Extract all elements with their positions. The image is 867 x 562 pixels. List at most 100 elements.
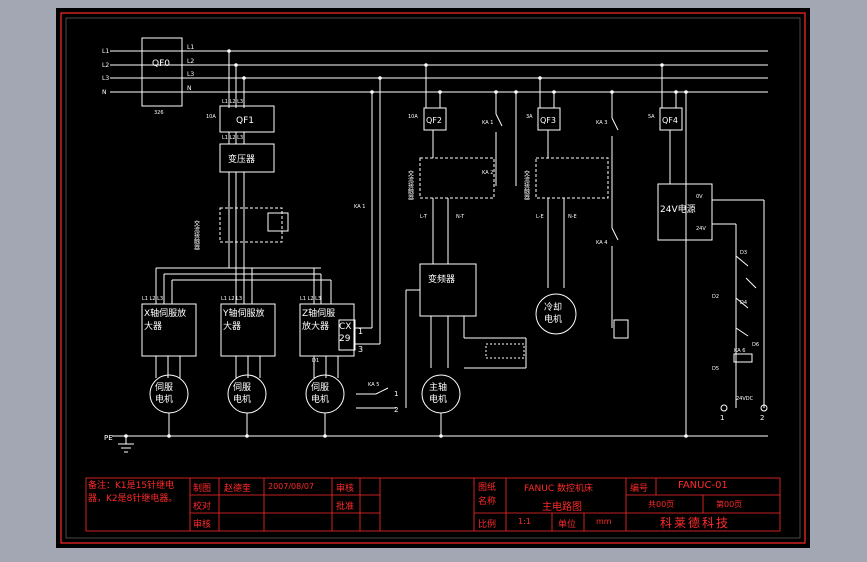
cx29-pin: 1: [358, 327, 363, 336]
row-label-check: 校对: [193, 502, 212, 512]
qf1-side-label: 10A: [206, 114, 216, 120]
breakers: QF2 10A QF3 3A QF4 5A 交流接触器 交流接触器 变频器: [407, 114, 679, 285]
approve-label-review: 审核: [336, 484, 355, 494]
spindle-motor-label: 主轴电机: [429, 383, 448, 405]
pe-label: PE: [104, 434, 113, 442]
company-name: 科莱德科技: [660, 516, 731, 530]
small-label: D2: [712, 294, 719, 300]
bus-labels-left: L1 L2 L3 N: [102, 48, 109, 96]
wiring: [110, 37, 768, 453]
bus-label: L3: [187, 71, 194, 78]
cx29-pin: 3: [358, 345, 363, 354]
servo-motor-label: 伺服电机: [233, 383, 252, 405]
drawer-name: 赵德奎: [224, 484, 252, 494]
qf4-side: 5A: [648, 114, 655, 120]
unit-value: mm: [596, 517, 612, 526]
terminal-label: 2: [394, 406, 398, 414]
bus-label: L3: [102, 75, 109, 82]
bus-label: L2: [187, 58, 194, 65]
qf2-side: 10A: [408, 114, 418, 120]
servo-amp-z-label: Z轴伺服放大器: [302, 309, 336, 332]
bus-label: L1: [102, 48, 109, 55]
qf2-label: QF2: [426, 116, 442, 125]
number-label: 编号: [630, 484, 649, 494]
small-label: D1: [312, 358, 319, 364]
scale-label: 比例: [478, 520, 497, 530]
psu-note: 24VDC: [736, 396, 754, 402]
transformer-label: 变压器: [228, 153, 255, 165]
relay-label: KA 1: [482, 120, 493, 126]
circuit-diagram: L1 L2 L3 N L1 L2 L3 N QF0 326 QF1 L1 L2 …: [60, 12, 806, 544]
relay-label: KA 4: [596, 240, 607, 246]
pages-total: 共00页: [648, 500, 675, 509]
small-label: D5: [712, 366, 719, 372]
servo-amp-y: Y轴伺服放大器: [223, 309, 265, 332]
small-label: N-T: [456, 214, 465, 220]
contactor3-label: 交流接触器: [523, 169, 530, 201]
psu-box: 24V电源: [660, 205, 696, 215]
row-label-review: 审核: [193, 520, 212, 530]
small-label: L-T: [420, 214, 428, 220]
bus-label: N: [102, 89, 107, 96]
row-label-draw: 制图: [193, 484, 212, 494]
qf0-label: QF0: [152, 59, 170, 69]
unit-label: 单位: [558, 520, 577, 530]
servo-feed-y: L1 L2 L3: [221, 296, 242, 302]
small-label: L-E: [536, 214, 544, 220]
qf0-sub-label: 326: [154, 110, 164, 116]
drawing-date: 2007/08/07: [268, 482, 315, 491]
bus-label: L1: [187, 44, 194, 51]
small-label: N-E: [568, 214, 577, 220]
number-value: FANUC-01: [678, 480, 728, 491]
relay-label: KA 2: [482, 170, 493, 176]
page-current: 第00页: [716, 500, 743, 509]
servo-motor-label: 伺服电机: [311, 383, 330, 405]
servo-amp-x-label: X轴伺服放大器: [144, 309, 187, 332]
inner-frame: [65, 17, 801, 539]
inverter-label: 变频器: [428, 273, 455, 285]
qf1-top-label: L1 L2 L3: [222, 99, 243, 105]
drawing-name-line2: 主电路图: [542, 502, 582, 513]
servo-amp-y-label: Y轴伺服放大器: [223, 309, 265, 332]
cx29-label: CX29: [339, 322, 352, 344]
terminal-label: 2: [760, 414, 764, 422]
terminal-label: 1: [394, 390, 398, 398]
qf3-label: QF3: [540, 116, 556, 125]
relay-label: KA 6: [734, 348, 745, 354]
contactor-side-label: KA 1: [354, 204, 365, 210]
cx29-box: CX29: [339, 322, 352, 344]
approve-label-approve: 批准: [336, 502, 355, 512]
cooling-motor-label: 冷却电机: [544, 303, 563, 325]
servo-feed-z: L1 L2 L3: [300, 296, 321, 302]
junction-dots: [124, 49, 688, 438]
servo-amp-x: X轴伺服放大器: [144, 309, 187, 332]
title-block-note: 备注：K1是15针继电器，K2是8针继电器。: [88, 481, 178, 504]
servo-motor-x: 伺服电机: [155, 383, 174, 405]
servo-motor-y: 伺服电机: [233, 383, 252, 405]
small-labels: 0V 24V KA 1 KA 2 KA 3 KA 4 KA 5 KA 6 1 2…: [312, 120, 764, 422]
servo-motor-z: 伺服电机: [311, 383, 330, 405]
bus-labels-mid: L1 L2 L3 N: [187, 44, 194, 92]
qf1-bottom-label: L1 L2 L3: [222, 135, 243, 141]
cooling-motor: 冷却电机: [544, 303, 563, 325]
terminal-label: 1: [720, 414, 724, 422]
contactor2-label: 交流接触器: [407, 169, 414, 201]
drawing-name-line1: FANUC 数控机床: [524, 484, 593, 494]
relay-label: KA 3: [596, 120, 607, 126]
qf4-label: QF4: [662, 116, 678, 125]
spindle-motor: 主轴电机: [429, 383, 448, 405]
small-label: D4: [740, 300, 747, 306]
small-label: D6: [752, 342, 759, 348]
cx29-pins: 1 3: [358, 327, 363, 354]
servo-amp-z: Z轴伺服放大器: [302, 309, 336, 332]
scale-value: 1:1: [518, 517, 531, 526]
relay-label: KA 5: [368, 382, 379, 388]
bus-label: L2: [102, 62, 109, 69]
qf3-side: 3A: [526, 114, 533, 120]
psu-out-label: 24V: [696, 226, 706, 232]
outer-frame: [60, 12, 806, 544]
servo-motor-label: 伺服电机: [155, 383, 174, 405]
psu-out-label: 0V: [696, 194, 703, 200]
contactor-label: 交流接触器: [193, 219, 200, 251]
drawing-sheet: L1 L2 L3 N L1 L2 L3 N QF0 326 QF1 L1 L2 …: [56, 8, 810, 548]
